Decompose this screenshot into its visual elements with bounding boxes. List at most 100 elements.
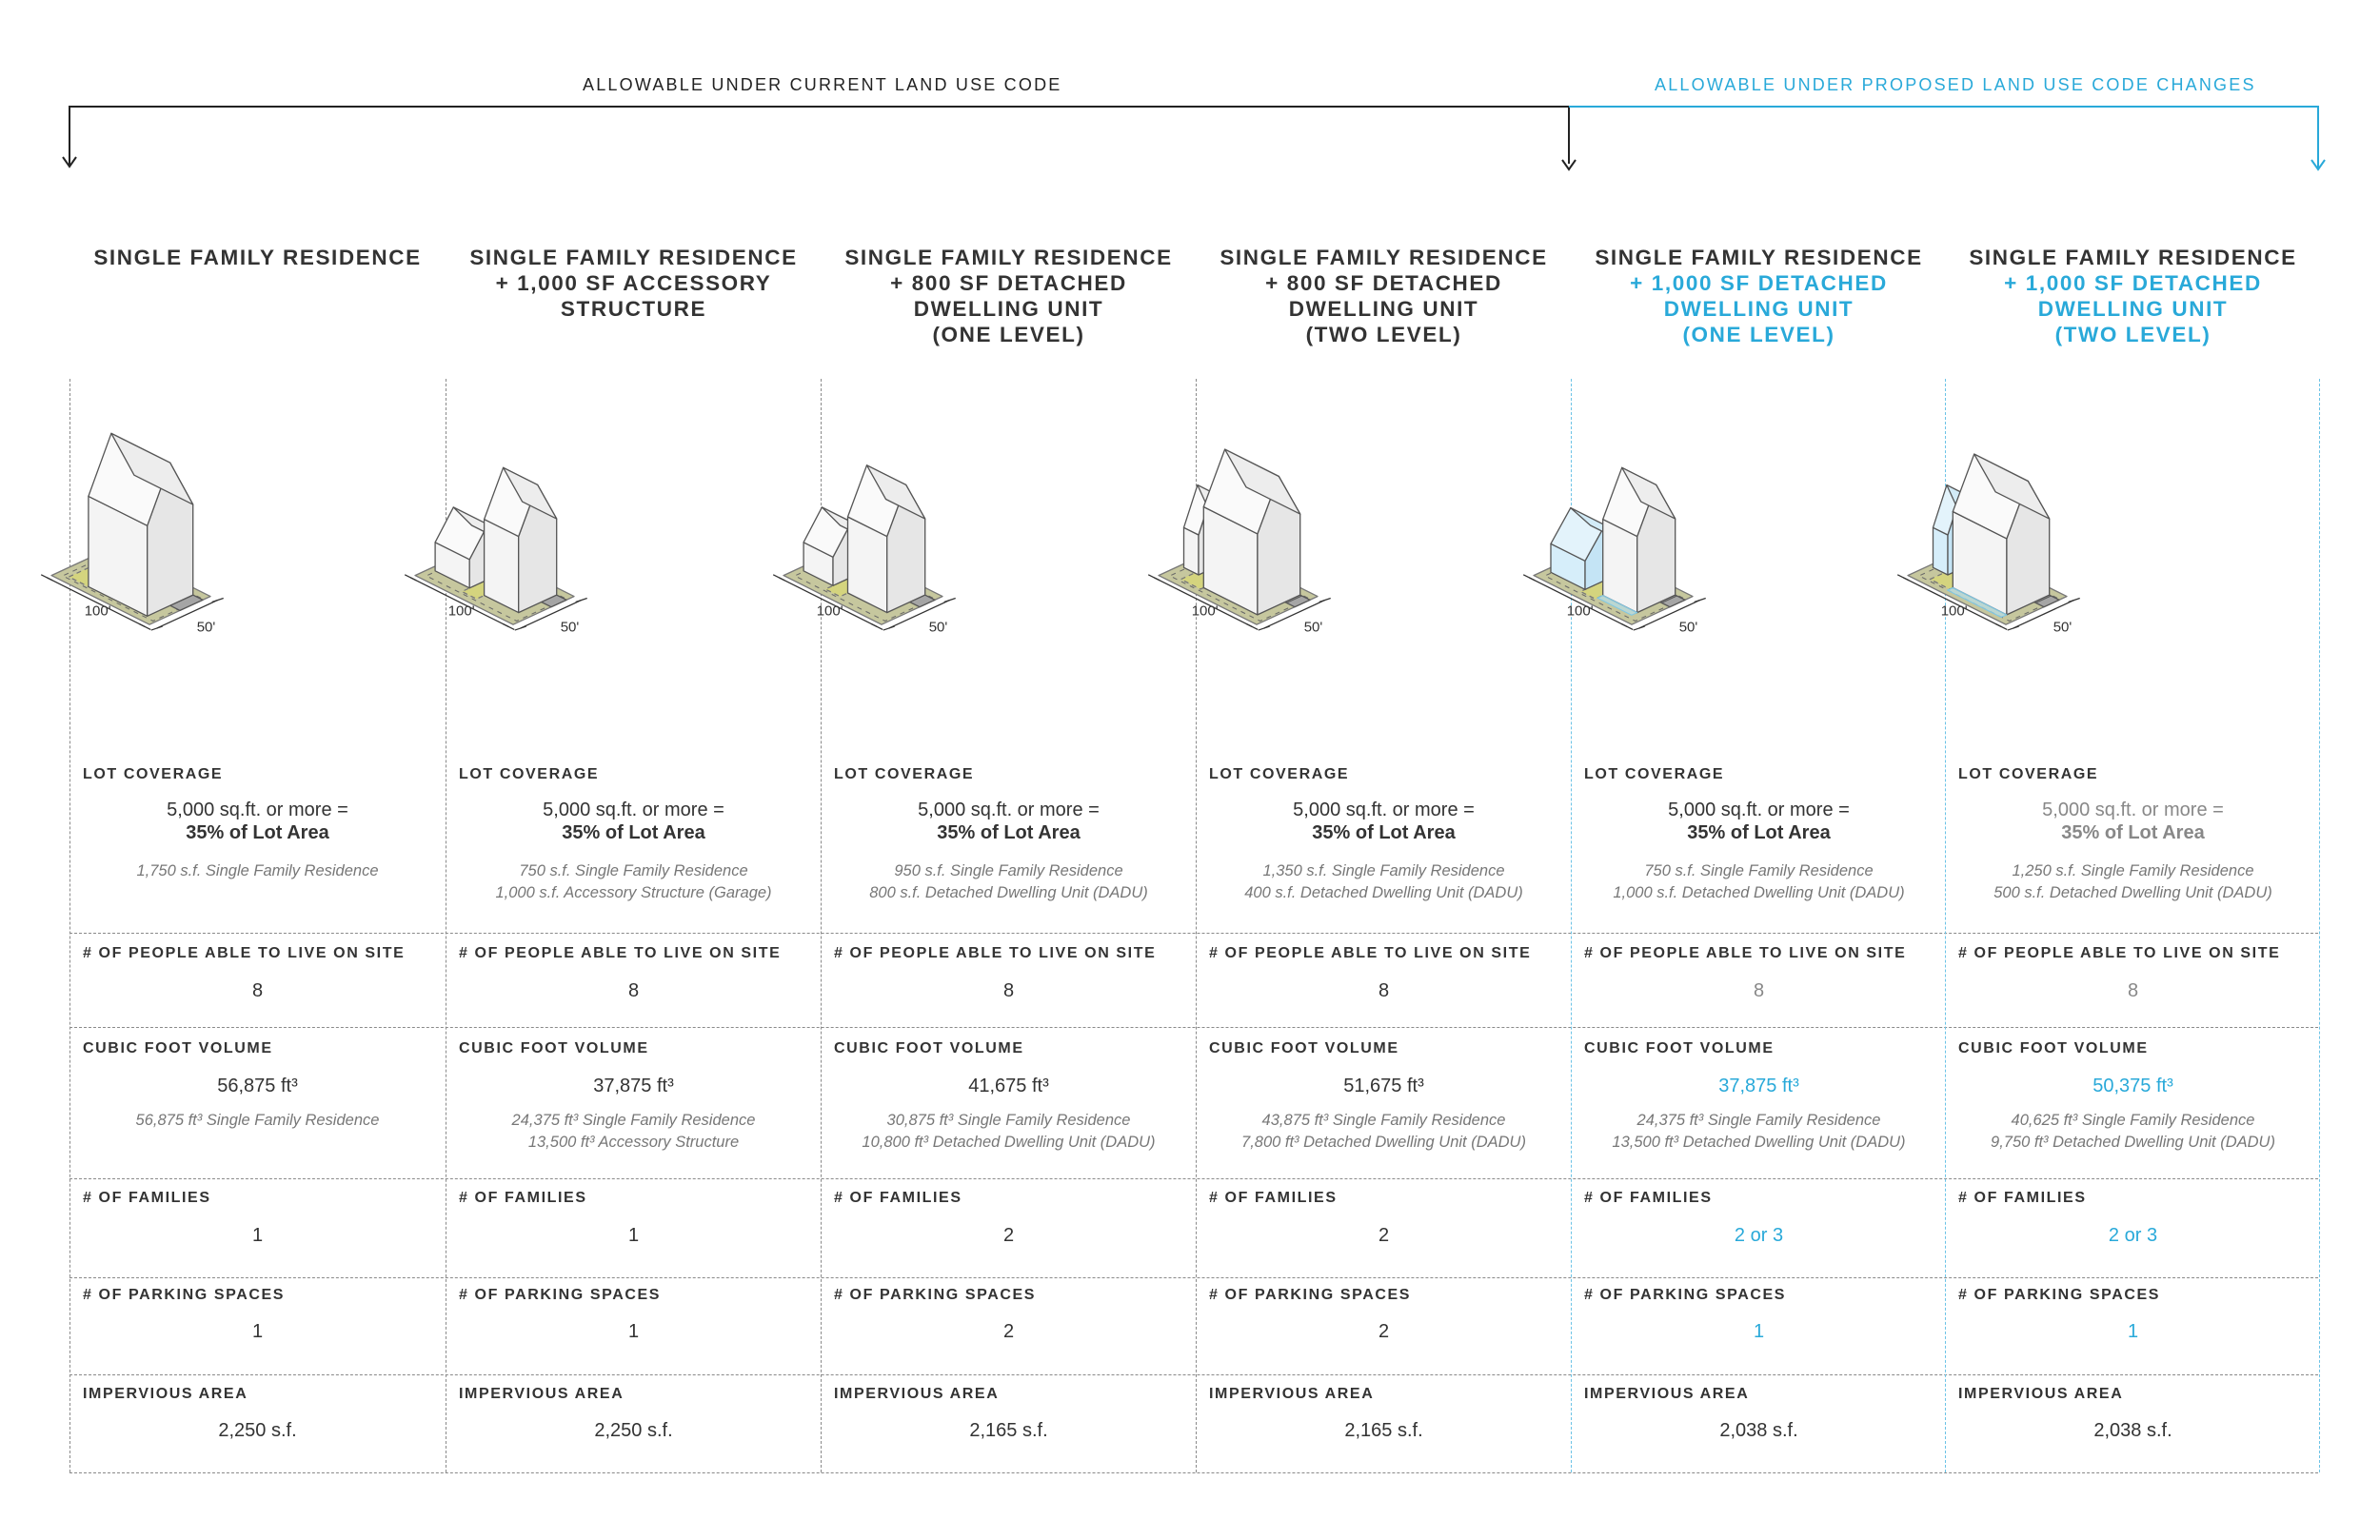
main-residence	[88, 432, 194, 617]
dimension-tick	[1147, 574, 1160, 582]
dimension-tick	[514, 625, 526, 631]
dimension-tick	[2007, 625, 2019, 631]
column-divider	[1196, 379, 1197, 1472]
parking-value: 1	[1753, 1321, 1765, 1342]
column-title-line: SINGLE FAMILY RESIDENCE	[1220, 246, 1548, 269]
column-title-line: (TWO LEVEL)	[2054, 323, 2211, 346]
volume-note: 10,800 ft³ Detached Dwelling Unit (DADU)	[862, 1134, 1156, 1151]
lot-drawing: 100'50'	[772, 464, 956, 635]
volume-value: 50,375 ft³	[2092, 1076, 2173, 1096]
parking-label: # OF PARKING SPACES	[834, 1287, 1037, 1303]
families-label: # OF FAMILIES	[83, 1190, 211, 1206]
volume-value: 37,875 ft³	[1718, 1076, 1799, 1096]
width-dimension-label: 50'	[1679, 619, 1698, 635]
column-title-line: + 800 SF DETACHED	[1265, 271, 1502, 295]
lot-coverage-rule: 5,000 sq.ft. or more =	[1293, 800, 1475, 820]
lot-coverage-note: 1,250 s.f. Single Family Residence	[2012, 862, 2254, 879]
column-title-line: STRUCTURE	[560, 297, 707, 321]
dimension-tick	[1620, 622, 1634, 631]
width-dimension-line	[2013, 599, 2074, 629]
lot-coverage-percent: 35% of Lot Area	[562, 822, 705, 843]
column-title-line: DWELLING UNIT	[2037, 297, 2229, 321]
impervious-label: IMPERVIOUS AREA	[83, 1386, 248, 1402]
impervious-value: 2,038 s.f.	[2093, 1420, 2172, 1441]
impervious-value: 2,165 s.f.	[969, 1420, 1048, 1441]
length-dimension-line	[1902, 577, 2002, 628]
column-title-line: SINGLE FAMILY RESIDENCE	[1595, 246, 1923, 269]
row-divider	[69, 1472, 2318, 1473]
dadu-footprint	[1947, 587, 2008, 618]
column-title-line: SINGLE FAMILY RESIDENCE	[1969, 246, 2297, 269]
width-dimension-line	[888, 599, 950, 629]
length-dimension-label: 100'	[85, 603, 111, 620]
dimension-tick	[211, 597, 224, 603]
column-title-line: + 800 SF DETACHED	[890, 271, 1127, 295]
roof-slope	[1621, 466, 1676, 520]
width-dimension-label: 50'	[561, 619, 580, 635]
length-dimension-label: 100'	[817, 603, 843, 620]
lot-coverage-rule: 5,000 sq.ft. or more =	[2042, 800, 2224, 820]
parking-label: # OF PARKING SPACES	[83, 1287, 286, 1303]
column-title: SINGLE FAMILY RESIDENCE+ 1,000 SF ACCESS…	[446, 245, 822, 322]
volume-value: 56,875 ft³	[217, 1076, 298, 1096]
families-value: 2	[1378, 1225, 1390, 1246]
volume-note: 56,875 ft³ Single Family Residence	[135, 1112, 380, 1129]
column-title-line: SINGLE FAMILY RESIDENCE	[844, 246, 1173, 269]
volume-value: 41,675 ft³	[968, 1076, 1049, 1096]
lot-coverage-note: 400 s.f. Detached Dwelling Unit (DADU)	[1244, 884, 1523, 901]
volume-note: 24,375 ft³ Single Family Residence	[1636, 1112, 1881, 1129]
families-label: # OF FAMILIES	[1958, 1190, 2087, 1206]
lot-coverage-percent: 35% of Lot Area	[1312, 822, 1456, 843]
families-label: # OF FAMILIES	[1584, 1190, 1713, 1206]
dimension-tick	[1319, 597, 1331, 603]
current-code-bracket	[62, 106, 1577, 171]
volume-label: CUBIC FOOT VOLUME	[459, 1040, 649, 1056]
current-code-banner: ALLOWABLE UNDER CURRENT LAND USE CODE	[583, 75, 1062, 94]
impervious-value: 2,165 s.f.	[1344, 1420, 1423, 1441]
people-value: 8	[1002, 980, 1015, 1001]
lot-coverage-percent: 35% of Lot Area	[186, 822, 329, 843]
width-dimension-line	[1263, 599, 1325, 629]
volume-label: CUBIC FOOT VOLUME	[83, 1040, 273, 1056]
impervious-label: IMPERVIOUS AREA	[1209, 1386, 1375, 1402]
parking-label: # OF PARKING SPACES	[459, 1287, 662, 1303]
impervious-label: IMPERVIOUS AREA	[1584, 1386, 1750, 1402]
dimension-tick	[1896, 574, 1910, 582]
column-title-line: + 1,000 SF DETACHED	[1630, 271, 1888, 295]
impervious-label: IMPERVIOUS AREA	[459, 1386, 625, 1402]
width-dimension-label: 50'	[2053, 619, 2073, 635]
lot-coverage-rule: 5,000 sq.ft. or more =	[918, 800, 1100, 820]
dimension-tick	[1633, 625, 1645, 631]
volume-note: 24,375 ft³ Single Family Residence	[511, 1112, 756, 1129]
length-dimension-label: 100'	[1192, 603, 1219, 620]
width-dimension-line	[520, 599, 582, 629]
lot-coverage-percent: 35% of Lot Area	[1687, 822, 1831, 843]
column-title-line: DWELLING UNIT	[1663, 297, 1854, 321]
volume-note: 7,800 ft³ Detached Dwelling Unit (DADU)	[1241, 1134, 1526, 1151]
families-value: 2 or 3	[2108, 1225, 2158, 1246]
lot-coverage-note: 800 s.f. Detached Dwelling Unit (DADU)	[869, 884, 1148, 901]
people-label: # OF PEOPLE ABLE TO LIVE ON SITE	[834, 945, 1157, 961]
dadu-footprint	[1597, 595, 1638, 616]
column-title: SINGLE FAMILY RESIDENCE+ 1,000 SF DETACH…	[1945, 245, 2321, 347]
code-range-brackets	[62, 106, 2326, 171]
families-value: 2 or 3	[1734, 1225, 1784, 1246]
dimension-tick	[1994, 622, 2008, 631]
lot-drawing: 100'50'	[1522, 466, 1706, 635]
lot-coverage-label: LOT COVERAGE	[459, 766, 600, 782]
volume-value: 51,675 ft³	[1343, 1076, 1424, 1096]
families-value: 2	[1002, 1225, 1015, 1246]
dimension-tick	[404, 574, 417, 582]
row-divider	[69, 1178, 2318, 1179]
lot-coverage-label: LOT COVERAGE	[1584, 766, 1725, 782]
dimension-tick	[150, 625, 163, 631]
dimension-tick	[502, 622, 515, 631]
people-label: # OF PEOPLE ABLE TO LIVE ON SITE	[1209, 945, 1532, 961]
column-title: SINGLE FAMILY RESIDENCE+ 1,000 SF DETACH…	[1571, 245, 1947, 347]
families-label: # OF FAMILIES	[834, 1190, 962, 1206]
row-divider	[69, 1277, 2318, 1278]
lot-coverage-note: 1,000 s.f. Accessory Structure (Garage)	[495, 884, 772, 901]
impervious-label: IMPERVIOUS AREA	[1958, 1386, 2124, 1402]
front-wall	[1932, 526, 1949, 576]
column-title: SINGLE FAMILY RESIDENCE+ 800 SF DETACHED…	[821, 245, 1197, 347]
